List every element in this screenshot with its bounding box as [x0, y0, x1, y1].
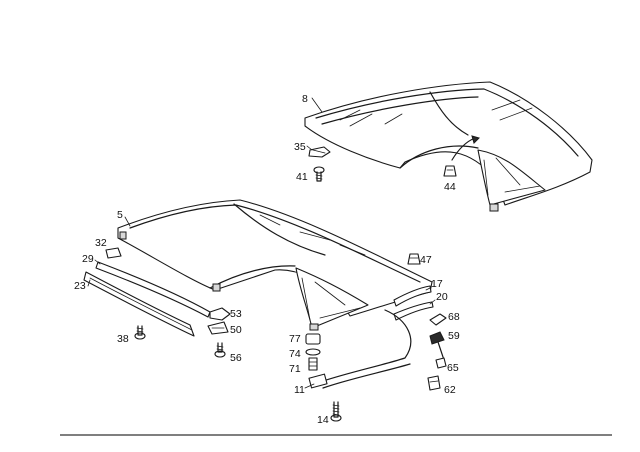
callout-47: 47	[420, 254, 432, 266]
clip-68	[429, 313, 447, 326]
callout-11: 11	[294, 384, 305, 396]
callout-23: 23	[74, 280, 86, 292]
washer-74	[305, 348, 321, 356]
callout-65: 65	[447, 362, 459, 374]
callout-29: 29	[82, 253, 94, 265]
seal-20	[393, 301, 434, 321]
clip-32	[105, 247, 122, 259]
key-59	[429, 331, 445, 361]
callout-5: 5	[117, 209, 123, 221]
callout-20: 20	[436, 291, 448, 303]
seal-strip-23	[83, 271, 195, 337]
seal-17	[393, 285, 432, 307]
bracket-53	[209, 307, 231, 321]
callout-8: 8	[302, 93, 308, 105]
callout-68: 68	[448, 311, 460, 323]
callout-41: 41	[296, 171, 308, 183]
callout-56: 56	[230, 352, 242, 364]
callout-74: 74	[289, 348, 301, 360]
callout-71: 71	[289, 363, 301, 375]
clip-44	[443, 165, 457, 177]
callout-35: 35	[294, 141, 306, 153]
clip-47	[407, 253, 421, 265]
callout-32: 32	[95, 237, 107, 249]
screw-62	[427, 375, 441, 391]
callout-labels: 8 35 41 44 5 32 29 23 47 17 20 53 50 38 …	[74, 93, 460, 426]
callout-17: 17	[431, 278, 443, 290]
clip-35	[308, 146, 331, 158]
screw-38	[134, 325, 146, 340]
screw-65	[435, 357, 447, 369]
callout-38: 38	[117, 333, 129, 345]
callout-77: 77	[289, 333, 301, 345]
callout-50: 50	[230, 324, 242, 336]
pin-71	[308, 357, 318, 371]
callout-59: 59	[448, 330, 460, 342]
callout-62: 62	[444, 384, 456, 396]
callout-53: 53	[230, 308, 242, 320]
screw-14	[330, 401, 342, 422]
hardtop-upper-assembly	[304, 81, 593, 212]
seal-strip-29	[95, 261, 211, 318]
screw-56	[214, 342, 226, 358]
nut-77	[305, 333, 321, 345]
bracket-50	[207, 321, 229, 335]
screw-41	[313, 166, 325, 182]
callout-14: 14	[317, 414, 329, 426]
callout-44: 44	[444, 181, 456, 193]
